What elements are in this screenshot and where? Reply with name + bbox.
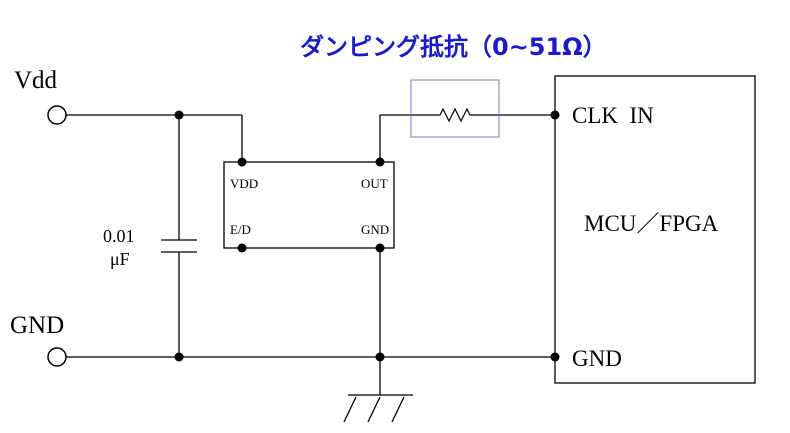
osc-pin-out-label: OUT <box>361 176 388 191</box>
oscillator-ic <box>223 161 395 249</box>
mcu-clk-in-label: CLK IN <box>572 103 654 128</box>
osc-pin-vdd-label: VDD <box>230 176 258 191</box>
gnd-terminal-circle <box>47 347 67 367</box>
earth-ground-symbol <box>343 394 413 423</box>
damping-resistor <box>434 107 476 123</box>
clock-output-wire <box>379 114 555 162</box>
pin-dot-out <box>375 157 385 167</box>
pin-dot-vdd <box>237 157 247 167</box>
mcu-block-label: MCU／FPGA <box>584 211 719 236</box>
junction-dot <box>375 352 385 362</box>
junction-dot <box>174 110 184 120</box>
bypass-capacitor <box>161 115 197 357</box>
damping-resistor-title: ダンピング抵抗（0~51Ω） <box>300 33 607 61</box>
pin-dot-gnd <box>375 243 385 253</box>
damping-resistor-highlight <box>410 79 500 138</box>
osc-pin-ed-label: E/D <box>230 222 251 237</box>
vdd-terminal-circle <box>47 105 67 125</box>
vdd-terminal-label: Vdd <box>14 67 58 94</box>
capacitor-unit-label: μF <box>110 249 130 269</box>
vdd-wire <box>66 114 243 162</box>
mcu-fpga-block <box>554 75 756 384</box>
capacitor-value-label: 0.01 <box>103 226 135 246</box>
pin-dot-mcu-gnd <box>550 352 560 362</box>
mcu-gnd-label: GND <box>572 346 622 371</box>
junction-dot <box>174 352 184 362</box>
osc-pin-gnd-label: GND <box>361 222 389 237</box>
junction-dots <box>174 110 560 362</box>
pin-dot-clk-in <box>550 110 560 120</box>
gnd-terminal-label: GND <box>10 312 64 339</box>
pin-dot-ed <box>237 243 247 253</box>
